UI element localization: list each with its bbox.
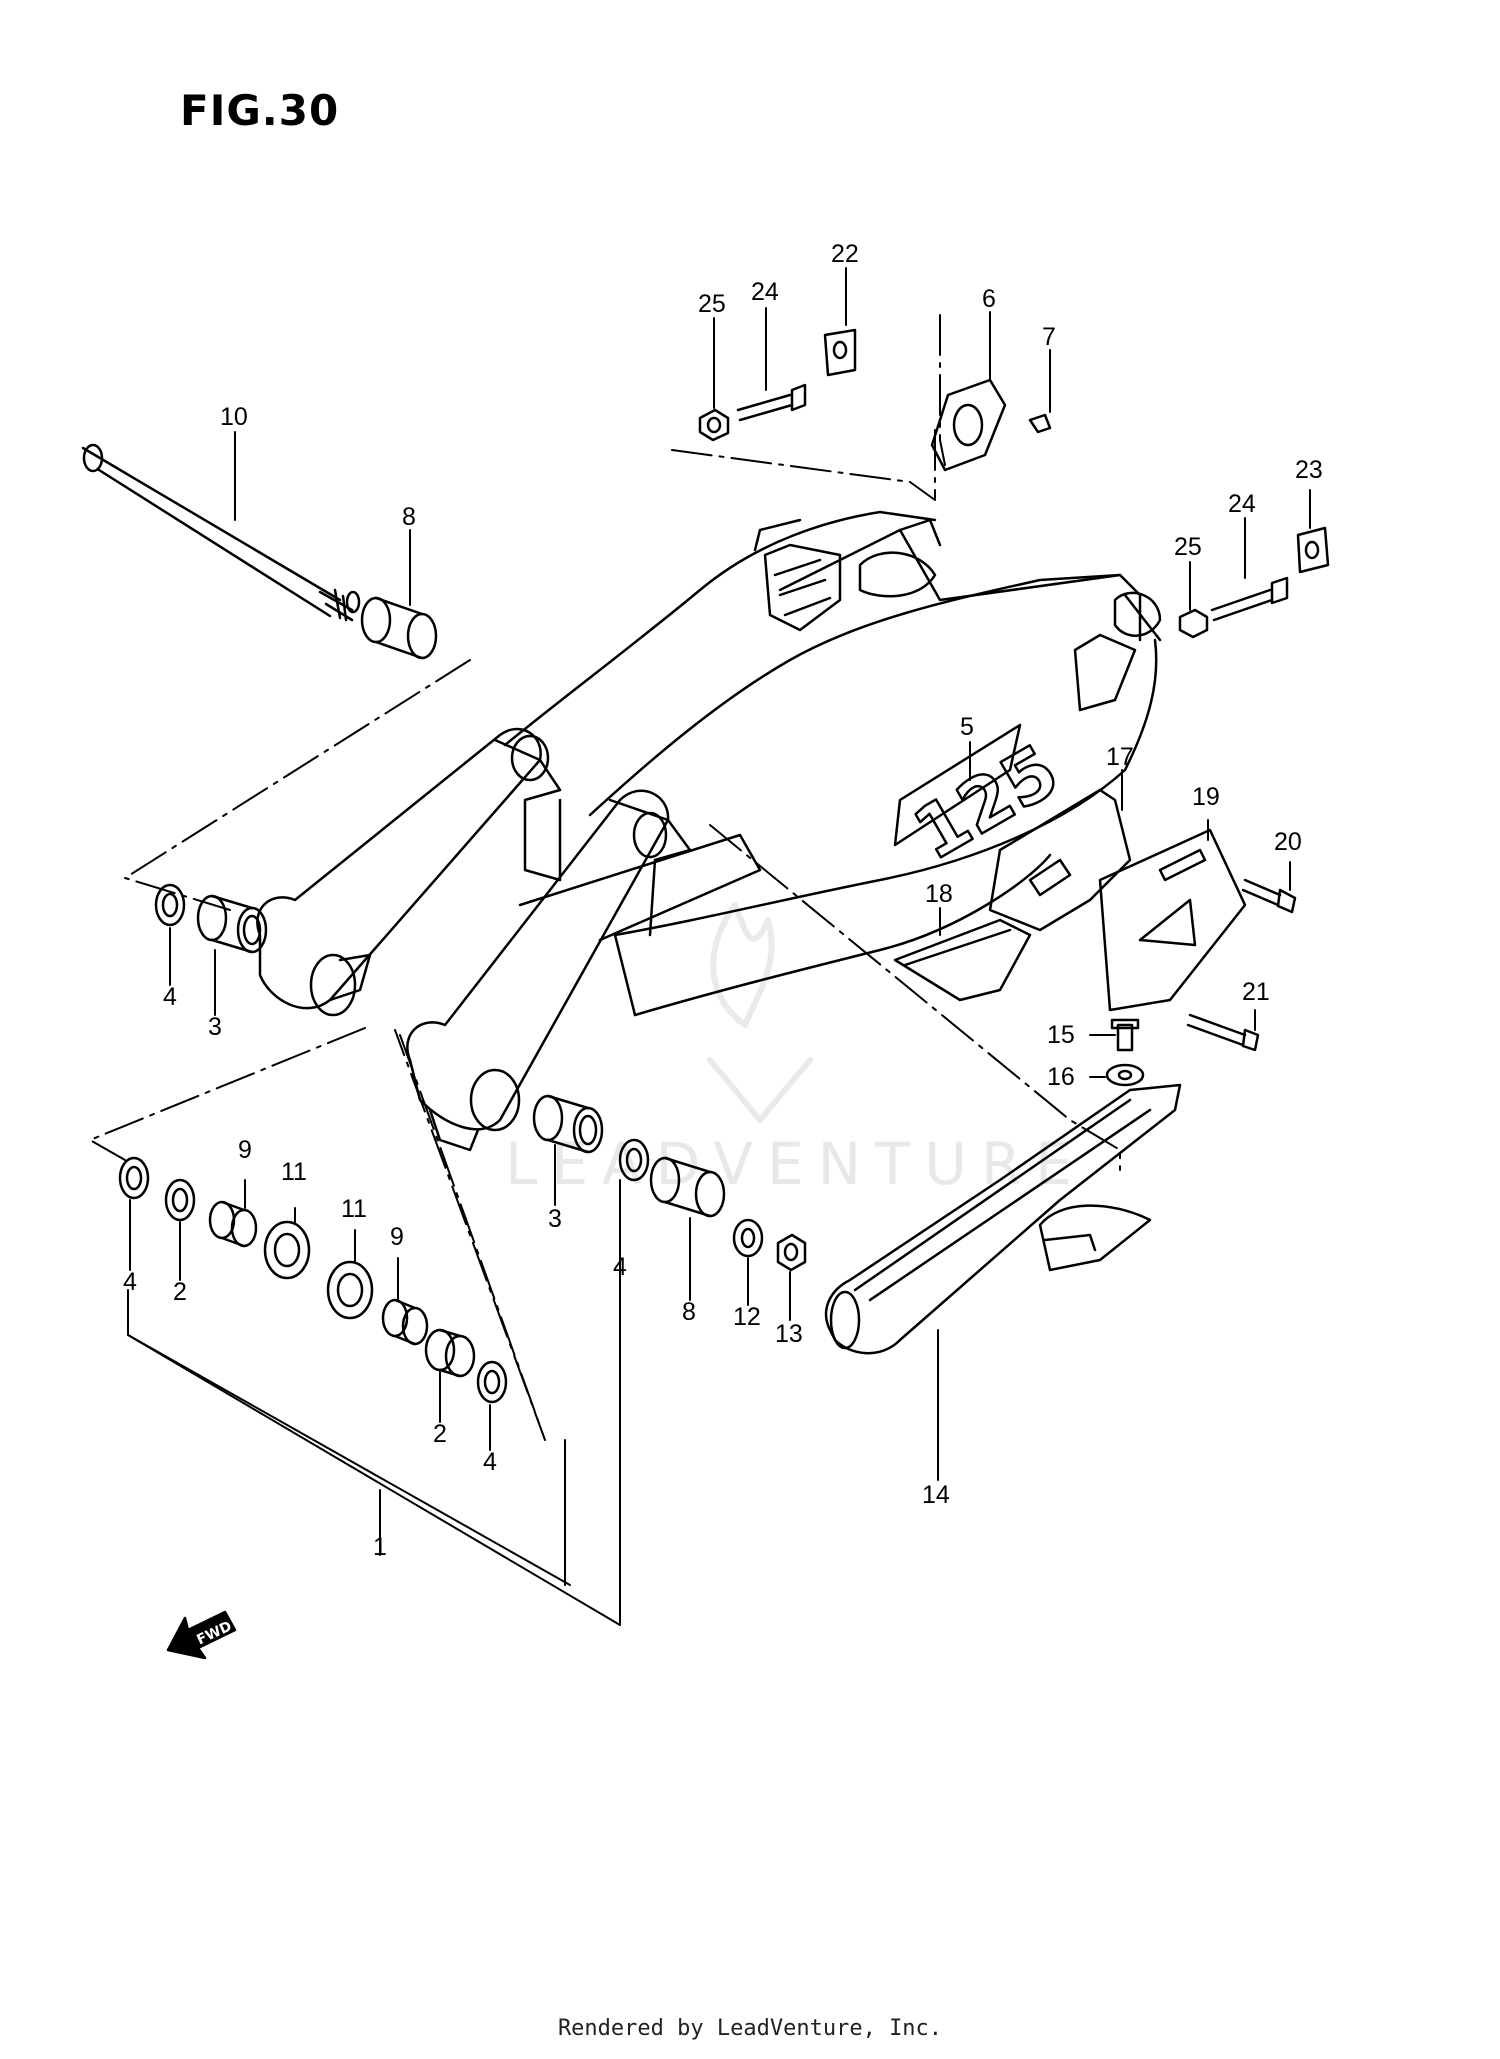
part-washer-16 [1105, 1063, 1145, 1087]
part-washer-12 [732, 1218, 764, 1258]
callout-label: 3 [208, 1013, 222, 1041]
callout-label: 4 [123, 1268, 137, 1296]
callout-label: 12 [733, 1303, 761, 1331]
callout-label: 8 [402, 503, 416, 531]
callout-label: 21 [1242, 978, 1270, 1006]
swingarm-marking-125: 125 [893, 723, 1073, 877]
callout-label: 16 [1047, 1063, 1075, 1091]
part-seal-4-right [476, 1360, 508, 1404]
callout-label: 25 [1174, 533, 1202, 561]
part-bushing-2-right [424, 1328, 476, 1378]
fwd-arrow-icon: FWD [166, 1610, 237, 1660]
callout-label: 14 [922, 1481, 950, 1509]
callout-label: 2 [433, 1420, 447, 1448]
callout-label: 24 [751, 278, 779, 306]
callout-label: 22 [831, 240, 859, 268]
assembly-frame-lines [127, 1179, 621, 1626]
footer-credit: Rendered by LeadVenture, Inc. [557, 2016, 943, 2041]
part-pivot-bolt [81, 443, 361, 622]
callout-label: 24 [1228, 490, 1256, 518]
callout-label: 2 [173, 1278, 187, 1306]
part-bearing-3-left [196, 894, 268, 954]
part-bracket-19 [1098, 828, 1247, 1012]
callout-labels: 10 8 25 24 22 6 7 25 24 23 5 17 19 20 18… [123, 240, 1323, 1561]
callout-label: 4 [613, 1253, 627, 1281]
callout-label: 4 [483, 1448, 497, 1476]
callout-label: 23 [1295, 456, 1323, 484]
leader-lines [129, 267, 1311, 1481]
part-nut-25-right [1178, 608, 1209, 639]
callout-label: 11 [281, 1158, 307, 1186]
callout-label: 13 [775, 1320, 803, 1348]
part-cap-6 [930, 378, 1052, 472]
callout-label: 8 [682, 1298, 696, 1326]
callout-label: 9 [238, 1136, 252, 1164]
part-nut-13 [776, 1233, 807, 1272]
callout-label: 11 [341, 1195, 367, 1223]
swingarm-pivot-arms [256, 727, 692, 1152]
callout-label: 10 [220, 403, 248, 431]
part-bolt-21 [1186, 1013, 1260, 1052]
callout-label: 3 [548, 1205, 562, 1233]
callout-label: 15 [1047, 1021, 1075, 1049]
callout-label: 20 [1274, 828, 1302, 856]
callout-label: 17 [1106, 743, 1134, 771]
part-plate-23 [1296, 526, 1330, 574]
assembly-guide-lines [89, 314, 1121, 1441]
part-bolt-24-upper [736, 383, 807, 422]
callout-label: 4 [163, 983, 177, 1011]
callout-label: 19 [1192, 783, 1220, 811]
callout-label: 18 [925, 880, 953, 908]
part-collar-8-left [360, 596, 438, 660]
part-chain-buffer-14 [824, 1083, 1182, 1355]
part-guard-18 [893, 918, 1032, 1002]
part-seal-4-center [618, 1138, 650, 1182]
part-bracket-17 [988, 788, 1132, 932]
part-washer-11-right [326, 1260, 374, 1320]
part-collar-8-center [649, 1156, 726, 1218]
part-collar-9-left [208, 1200, 258, 1248]
part-bolt-20 [1241, 878, 1297, 914]
part-bushing-2-left [164, 1178, 196, 1222]
part-bolt-15 [1110, 1018, 1140, 1052]
callout-label: 9 [390, 1223, 404, 1251]
part-seal-4-upper-left [154, 883, 186, 927]
figure-title: FIG.30 [180, 86, 340, 135]
callout-label: 7 [1042, 323, 1056, 351]
part-bolt-24-right [1210, 576, 1289, 622]
part-seal-4-left [118, 1156, 150, 1200]
watermark-logo [707, 902, 813, 1123]
part-bearing-3-center [532, 1094, 604, 1154]
part-nut-25-upper [698, 408, 730, 442]
callout-label: 1 [373, 1533, 387, 1561]
callout-label: 25 [698, 290, 726, 318]
marking-text: 125 [900, 728, 1072, 876]
part-collar-9-right [381, 1298, 429, 1346]
swingarm-body [503, 510, 1162, 1017]
part-plate-22 [823, 328, 857, 377]
part-washer-11-left [263, 1220, 311, 1280]
callout-label: 5 [960, 713, 974, 741]
callout-label: 6 [982, 285, 996, 313]
